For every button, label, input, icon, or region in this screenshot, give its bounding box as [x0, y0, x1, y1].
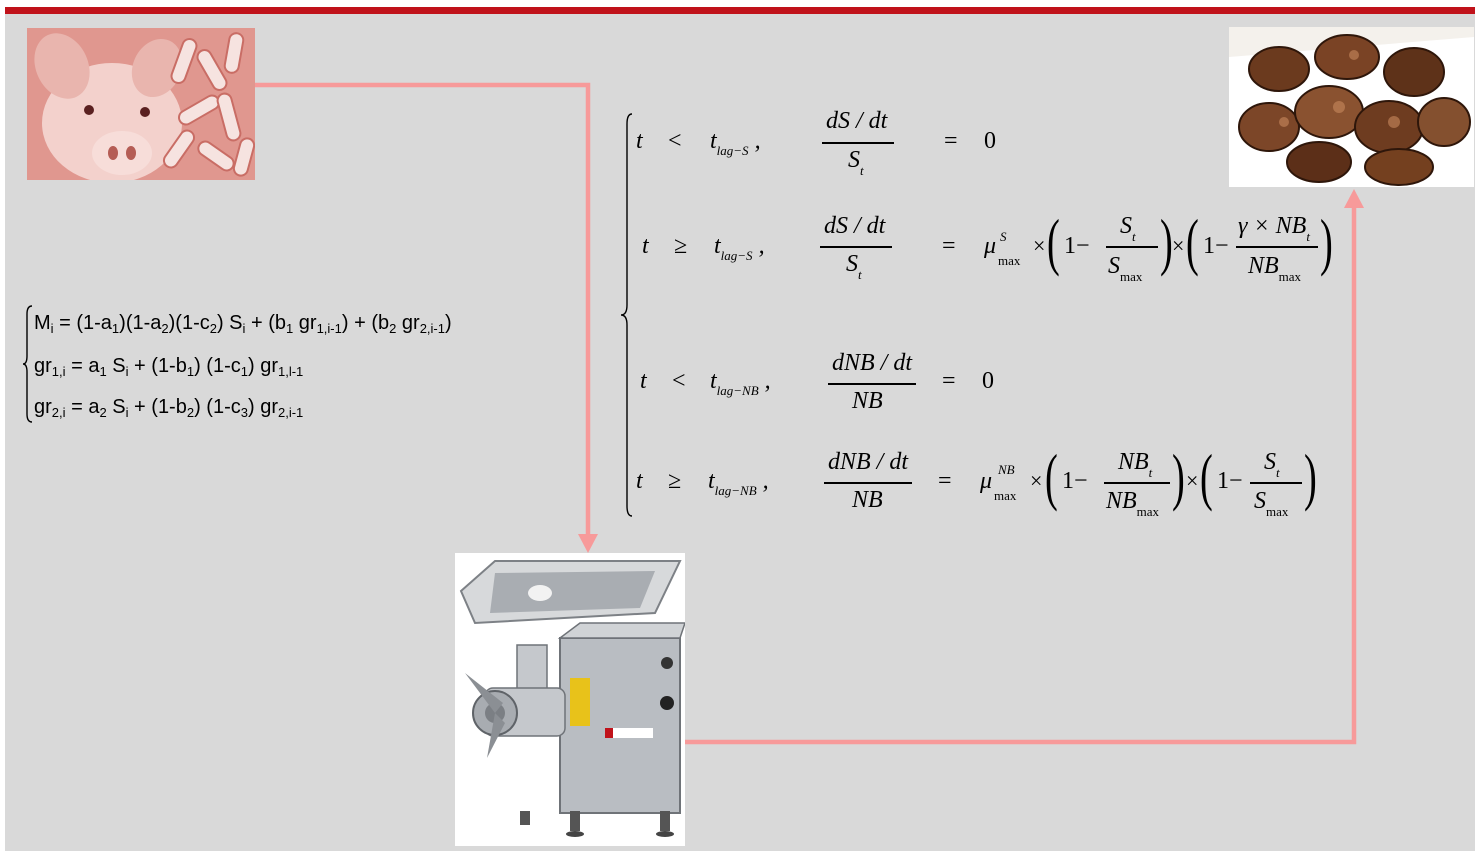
meat-patties-image	[1229, 27, 1474, 187]
equation-gr1: gr1,i = a1 Si + (1-b1) (1-c1) gr1,l-1	[34, 355, 304, 379]
left-equation-system: Mi = (1-a1)(1-a2)(1-c2) Si + (b1 gr1,i-1…	[22, 300, 592, 430]
top-accent-bar	[5, 7, 1475, 14]
equation-gr2: gr2,i = a2 Si + (1-b2) (1-c3) gr2,i-1	[34, 396, 304, 420]
left-brace	[22, 305, 33, 423]
pig-bacteria-image	[27, 28, 255, 180]
right-brace	[620, 113, 633, 517]
equation-m-i: Mi = (1-a1)(1-a2)(1-c2) Si + (b1 gr1,i-1…	[34, 312, 452, 336]
meat-grinder-image	[455, 553, 685, 846]
